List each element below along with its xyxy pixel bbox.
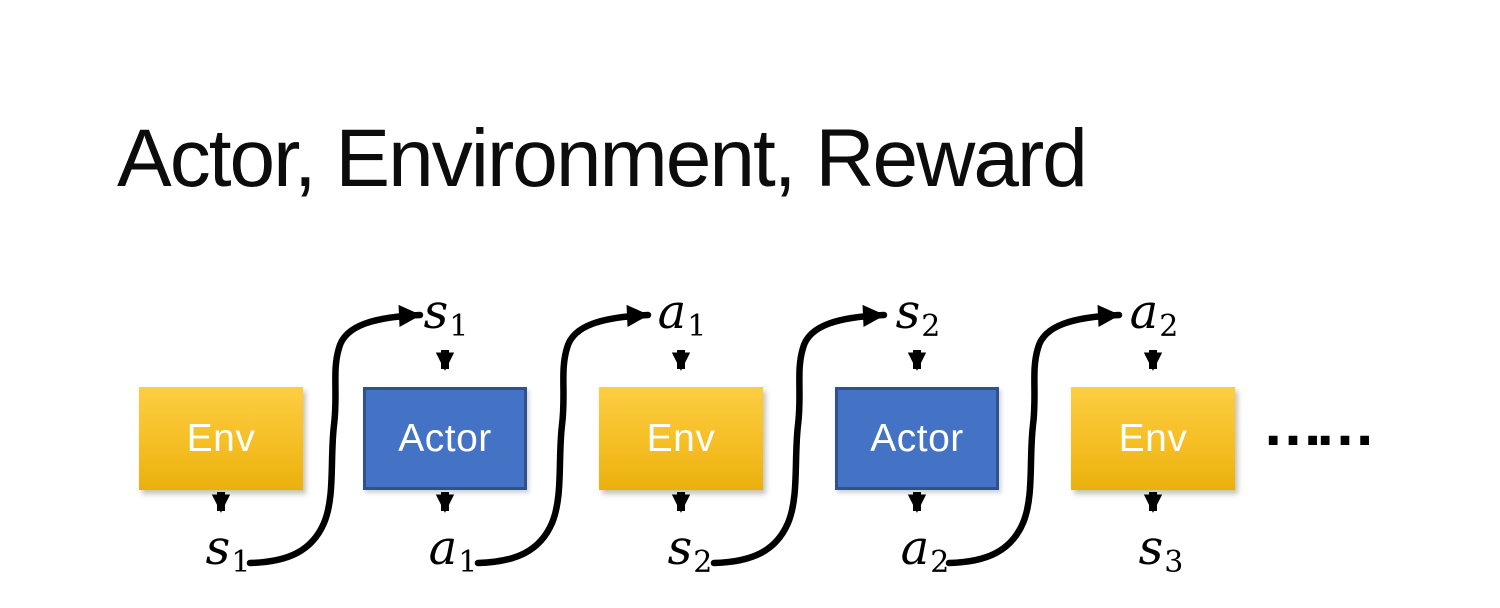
input-label-a1-var: a <box>657 284 687 340</box>
input-label-s2-sub: 2 <box>921 309 941 345</box>
env-box-3: Env <box>1071 387 1235 490</box>
output-label-s2-var: s <box>667 520 693 576</box>
output-label-s1-var: s <box>205 520 231 576</box>
slide-title: Actor, Environment, Reward <box>117 113 1088 204</box>
output-label-s2: s2 <box>668 524 713 578</box>
output-label-a2-var: a <box>900 520 930 576</box>
input-label-s1: s1 <box>424 288 469 342</box>
env-box-1: Env <box>139 387 303 490</box>
actor-box-1-label: Actor <box>398 417 492 460</box>
continuation-ellipsis: …… <box>1262 390 1376 459</box>
input-label-a2-sub: 2 <box>1159 309 1179 345</box>
input-label-s2: s2 <box>896 288 941 342</box>
input-label-s1-var: s <box>423 284 449 340</box>
output-label-a1-sub: 1 <box>458 545 478 581</box>
output-label-a2-sub: 2 <box>930 545 950 581</box>
input-label-a1-sub: 1 <box>687 309 707 345</box>
env-box-1-label: Env <box>186 417 256 460</box>
output-label-a2: a2 <box>901 524 950 578</box>
input-label-a2-var: a <box>1129 284 1159 340</box>
output-label-s3: s3 <box>1139 524 1184 578</box>
input-label-s1-sub: 1 <box>449 309 469 345</box>
output-label-s3-sub: 3 <box>1164 545 1184 581</box>
actor-box-2: Actor <box>835 387 999 490</box>
input-label-s2-var: s <box>895 284 921 340</box>
input-label-a2: a2 <box>1130 288 1179 342</box>
actor-box-2-label: Actor <box>870 417 964 460</box>
output-label-a1: a1 <box>429 524 478 578</box>
actor-box-1: Actor <box>363 387 527 490</box>
output-label-s1: s1 <box>206 524 251 578</box>
output-label-s2-sub: 2 <box>693 545 713 581</box>
output-label-s1-sub: 1 <box>231 545 251 581</box>
env-box-2: Env <box>599 387 763 490</box>
env-box-3-label: Env <box>1118 417 1188 460</box>
env-box-2-label: Env <box>646 417 716 460</box>
input-label-a1: a1 <box>658 288 707 342</box>
output-label-s3-var: s <box>1138 520 1164 576</box>
output-label-a1-var: a <box>428 520 458 576</box>
